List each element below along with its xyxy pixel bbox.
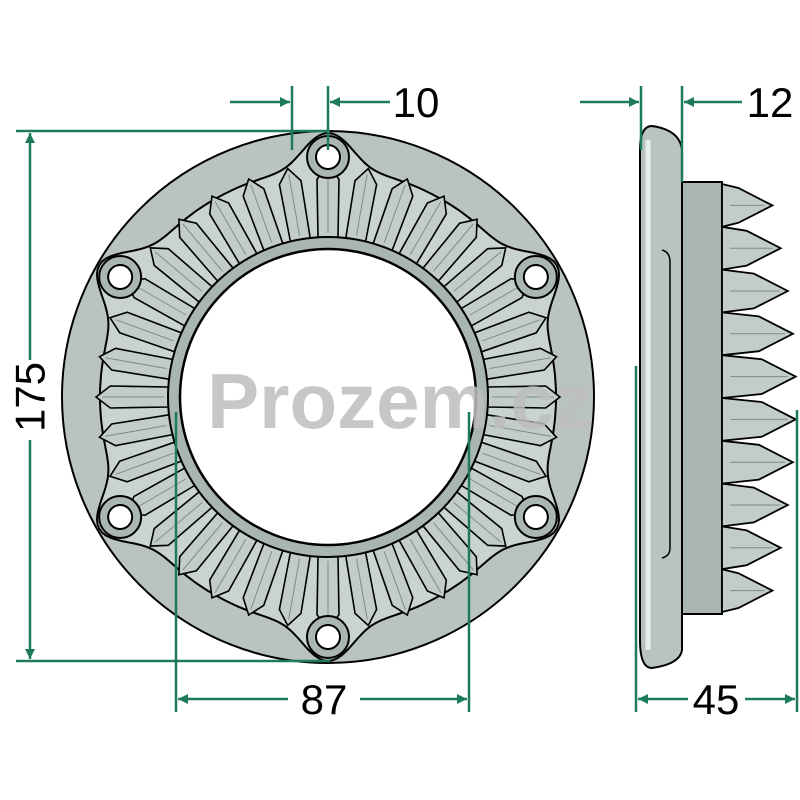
dim-label-87: 87: [301, 676, 348, 723]
tooth-ridge: [182, 223, 223, 272]
tooth-ridge: [453, 251, 502, 292]
mounting-hole: [522, 504, 549, 530]
tooth-ridge: [115, 319, 175, 342]
side-view: [639, 124, 798, 670]
tooth-ridge: [105, 424, 167, 437]
tooth-ridge: [433, 223, 474, 272]
tooth-ridge: [469, 478, 524, 511]
side-hub: [681, 181, 723, 615]
front-view: [61, 130, 595, 664]
side-flange-groove: [661, 249, 671, 559]
tooth-ridge: [489, 357, 551, 370]
dim-label-10: 10: [393, 79, 440, 126]
tooth-ridge: [383, 184, 406, 244]
tooth-ridge: [214, 201, 247, 256]
tooth-ridge: [250, 550, 273, 610]
watermark: Prozem.cz: [207, 357, 593, 445]
dim-label-12: 12: [747, 79, 794, 126]
mounting-hole: [315, 624, 341, 650]
tooth-ridge: [105, 357, 167, 370]
tooth-ridge: [154, 251, 203, 292]
mounting-hole: [107, 264, 134, 290]
dimensions: [16, 86, 799, 712]
mounting-hole: [522, 264, 549, 290]
tooth-ridge: [214, 538, 247, 593]
tooth-ridge: [355, 174, 368, 236]
tooth-ridge: [154, 502, 203, 543]
dim-label-175: 175: [7, 362, 54, 432]
tooth-ridge: [469, 283, 524, 316]
tooth-ridge: [453, 502, 502, 543]
tooth-ridge: [250, 184, 273, 244]
tooth-ridge: [132, 283, 187, 316]
tooth-ridge: [409, 201, 442, 256]
side-teeth: [721, 182, 798, 614]
center-bore: [178, 247, 478, 547]
mounting-holes: [98, 135, 558, 659]
tooth-ridge: [481, 452, 541, 475]
tooth-ridge: [288, 558, 301, 620]
tooth-ridge: [433, 522, 474, 571]
tooth-ridge: [288, 174, 301, 236]
tooth-ridge: [489, 424, 551, 437]
tooth-ridge: [481, 319, 541, 342]
tooth-ridge: [409, 538, 442, 593]
tooth-ridge: [115, 452, 175, 475]
tooth-ridge: [383, 550, 406, 610]
mounting-hole: [107, 504, 134, 530]
dim-label-45: 45: [693, 676, 740, 723]
tooth-ridge: [182, 522, 223, 571]
tooth-ridge: [355, 558, 368, 620]
